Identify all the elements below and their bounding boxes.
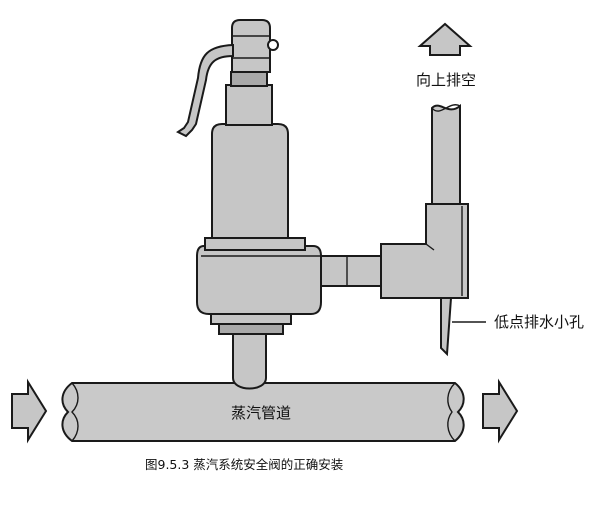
drain-hole-label: 低点排水小孔	[494, 313, 584, 331]
figure-caption: 图9.5.3 蒸汽系统安全阀的正确安装	[145, 457, 343, 472]
valve-cap	[231, 19, 271, 73]
valve-neck	[225, 84, 273, 126]
valve-outlet-pipe	[320, 255, 382, 287]
steam-pipe-label: 蒸汽管道	[231, 404, 291, 422]
flow-arrow-right	[482, 378, 519, 444]
vent-up-label: 向上排空	[416, 71, 476, 89]
discharge-elbow	[380, 203, 469, 299]
vent-up-arrow-icon	[417, 22, 473, 56]
drain-hole-tube	[440, 297, 486, 357]
valve-collar	[230, 71, 268, 87]
steam-pipe	[61, 382, 465, 442]
valve-bonnet	[211, 123, 289, 239]
lifting-lever	[176, 39, 279, 138]
vent-pipe	[431, 103, 461, 205]
valve-body	[196, 237, 322, 315]
flow-arrow-left	[11, 378, 48, 444]
valve-inlet-nozzle	[232, 331, 267, 390]
